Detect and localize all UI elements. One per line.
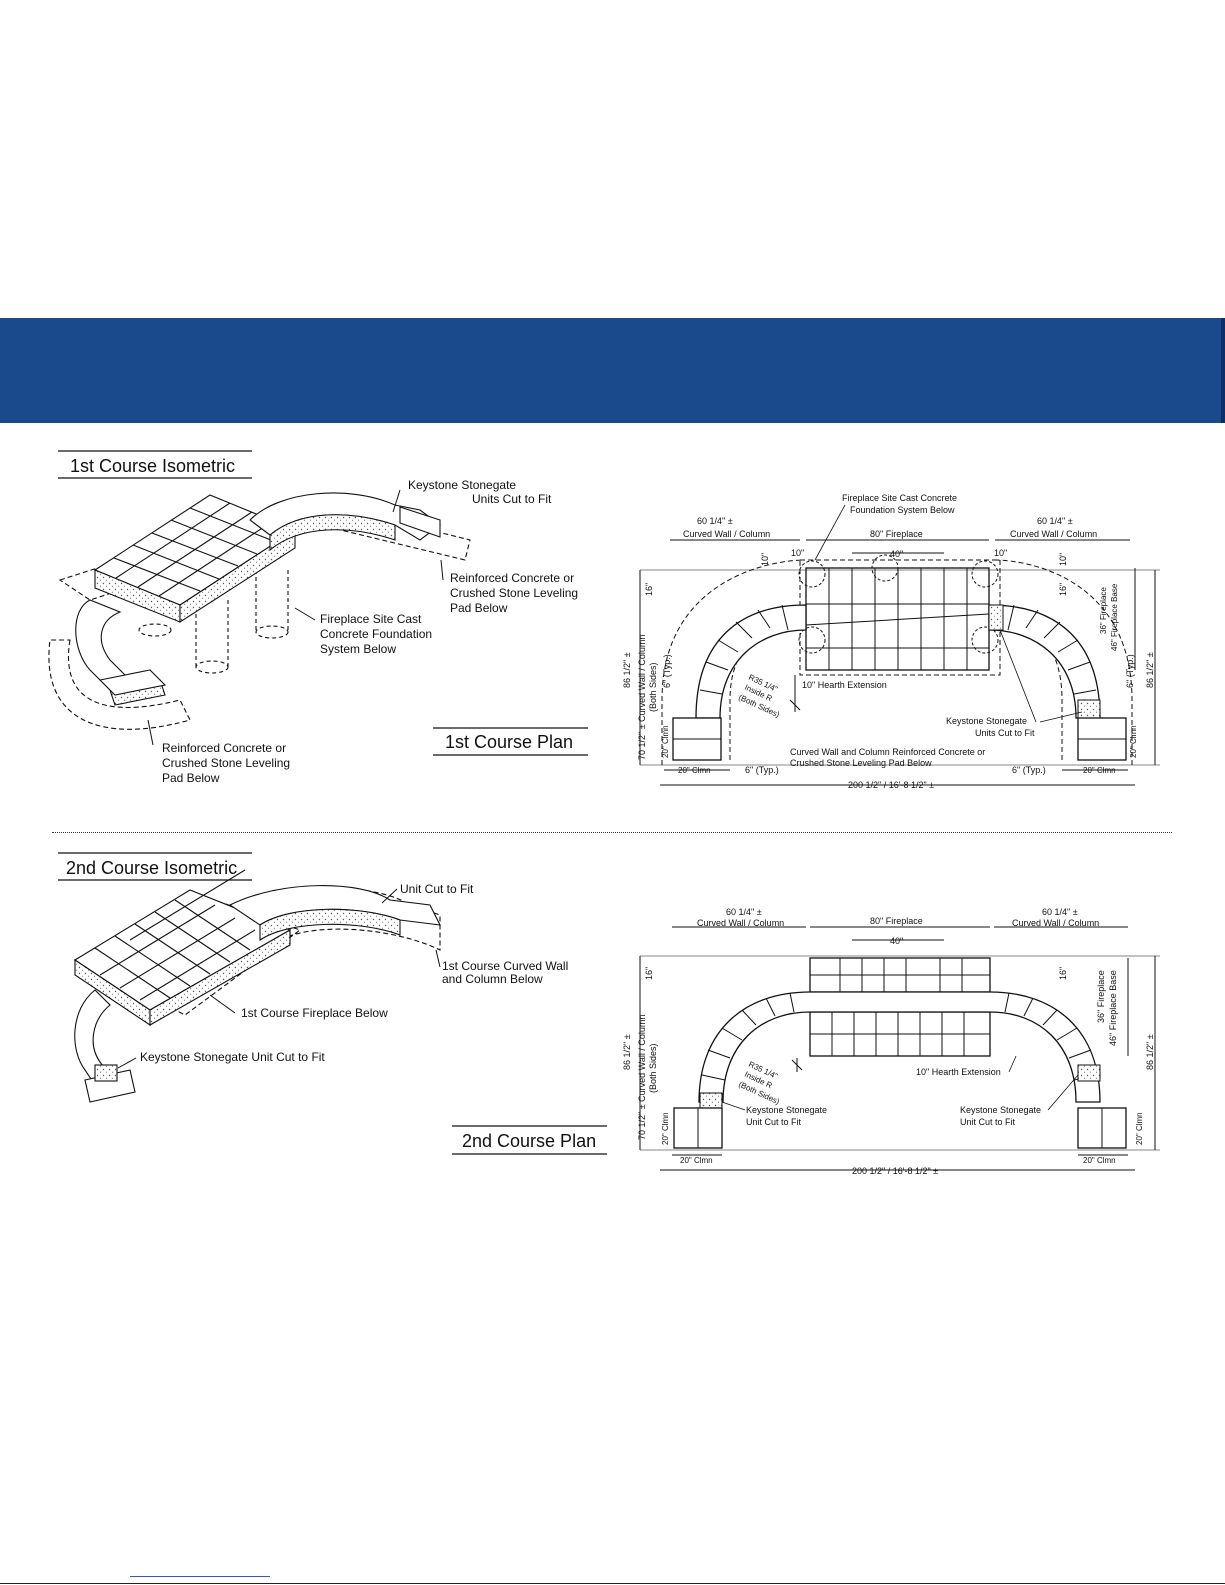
plan-2-curved-left-2: Curved Wall / Column bbox=[697, 918, 784, 928]
plan-1-pad-2: Crushed Stone Leveling Pad Below bbox=[790, 758, 932, 768]
iso-2-keystone-label: Keystone Stonegate Unit Cut to Fit bbox=[140, 1050, 325, 1064]
iso-2-unit-cut-label: Unit Cut to Fit bbox=[400, 882, 474, 896]
plan-1-height-right: 86 1/2" ± bbox=[1145, 652, 1155, 688]
iso-1-foundation-label-3: System Below bbox=[320, 642, 396, 656]
plan-1-overall: 200 1/2" / 16'-8 1/2" ± bbox=[848, 780, 934, 790]
plan-2-title-group: 2nd Course Plan bbox=[452, 1125, 607, 1155]
iso-1-keystone-label-1: Keystone Stonegate bbox=[408, 478, 516, 492]
plan-1-title: 1st Course Plan bbox=[445, 732, 573, 752]
iso-2-title: 2nd Course Isometric bbox=[66, 858, 237, 878]
plan-2-height-right: 86 1/2" ± bbox=[1145, 1034, 1155, 1070]
iso-2-title-group: 2nd Course Isometric bbox=[58, 852, 252, 881]
plan-1-curved-wall-v-1: 70 1/2" ± Curved Wall / Column bbox=[637, 635, 647, 760]
plan-1-clmn-v-right: 20" Clmn bbox=[1129, 725, 1138, 758]
plan-2-curved-left-1: 60 1/4" ± bbox=[726, 907, 762, 917]
plan-1-curved-left-1: 60 1/4" ± bbox=[697, 516, 733, 526]
plan-1-fireplace-36: 36" Fireplace bbox=[1099, 587, 1108, 634]
plan-1-foundation-1: Fireplace Site Cast Concrete bbox=[842, 493, 957, 503]
iso-1-pad-right-label-3: Pad Below bbox=[450, 601, 508, 615]
plan-1-dim-16-right: 16" bbox=[1058, 583, 1068, 596]
plan-1-dim-10-a: 10" bbox=[791, 548, 804, 558]
plan-1-curved-left-2: Curved Wall / Column bbox=[683, 529, 770, 539]
footer-link-underline bbox=[130, 1576, 270, 1577]
plan-2-fireplace-46: 46" Fireplace Base bbox=[1108, 970, 1118, 1046]
plan-1-pad-1: Curved Wall and Column Reinforced Concre… bbox=[790, 747, 985, 757]
plan-1-foundation-2: Foundation System Below bbox=[850, 505, 955, 515]
plan-1-dim-10-c: 10" bbox=[760, 553, 770, 566]
plan-1-typ-left: 6" (Typ.) bbox=[662, 654, 672, 688]
plan-2-clmn-left: 20" Clmn bbox=[680, 1156, 713, 1165]
plan-1-typ-bottom-right: 6" (Typ.) bbox=[1012, 765, 1046, 775]
plan-2-drawing bbox=[639, 926, 1160, 1171]
iso-2-curved-below-1: 1st Course Curved Wall bbox=[442, 959, 568, 973]
iso-1-pad-left-label-3: Pad Below bbox=[162, 771, 220, 785]
iso-1-drawing bbox=[48, 492, 471, 730]
plan-1-dim-40: 40" bbox=[890, 549, 903, 559]
plan-2-dim-16-right: 16" bbox=[1058, 967, 1068, 980]
plan-1-curved-right-1: 60 1/4" ± bbox=[1037, 516, 1073, 526]
plan-2-clmn-right: 20" Clmn bbox=[1083, 1156, 1116, 1165]
plan-1-clmn-v-left: 20" Clmn bbox=[661, 725, 670, 758]
plan-1-clmn-left: 20" Clmn bbox=[678, 766, 711, 775]
plan-1-keystone-2: Units Cut to Fit bbox=[975, 728, 1035, 738]
header-banner-edge bbox=[1221, 318, 1225, 423]
iso-1-pad-right-label-2: Crushed Stone Leveling bbox=[450, 586, 578, 600]
plan-1-height-left: 86 1/2" ± bbox=[622, 652, 632, 688]
plan-1-clmn-right: 20" Clmn bbox=[1083, 766, 1116, 775]
plan-1-fireplace-46: 46" Fireplace Base bbox=[1110, 583, 1119, 651]
plan-2-curved-right-2: Curved Wall / Column bbox=[1012, 918, 1099, 928]
iso-1-callouts: Keystone Stonegate Units Cut to Fit Rein… bbox=[147, 478, 578, 785]
plan-2-curved-wall-v-2: (Both Sides) bbox=[648, 1043, 658, 1093]
plan-2-clmn-v-left: 20" Clmn bbox=[661, 1112, 670, 1145]
plan-1-typ-right: 6" (Typ.) bbox=[1125, 654, 1135, 688]
plan-2-dim-16-left: 16" bbox=[644, 967, 654, 980]
iso-1-title-group: 1st Course Isometric bbox=[58, 450, 252, 479]
plan-1-fireplace: 80" Fireplace bbox=[870, 529, 923, 539]
plan-2-keystone-left-1: Keystone Stonegate bbox=[746, 1105, 827, 1115]
plan-2-dim-40: 40" bbox=[890, 936, 903, 946]
plan-1-typ-bottom-left: 6" (Typ.) bbox=[745, 765, 779, 775]
iso-2-drawing bbox=[73, 869, 441, 1103]
iso-1-foundation-label-1: Fireplace Site Cast bbox=[320, 612, 422, 626]
iso-2-fireplace-below: 1st Course Fireplace Below bbox=[241, 1006, 388, 1020]
plan-2-title: 2nd Course Plan bbox=[462, 1131, 596, 1151]
plan-1-curved-wall-v-2: (Both Sides) bbox=[648, 662, 658, 712]
plan-1-dim-10-d: 10" bbox=[1058, 553, 1068, 566]
plan-2-hearth: 10" Hearth Extension bbox=[916, 1067, 1001, 1077]
plan-1-dim-10-b: 10" bbox=[994, 548, 1007, 558]
plan-2-keystone-right-1: Keystone Stonegate bbox=[960, 1105, 1041, 1115]
plan-2-fireplace: 80" Fireplace bbox=[870, 916, 923, 926]
iso-2-callouts: Unit Cut to Fit 1st Course Curved Wall a… bbox=[117, 882, 568, 1069]
plan-1-keystone-1: Keystone Stonegate bbox=[946, 716, 1027, 726]
iso-1-title: 1st Course Isometric bbox=[70, 456, 235, 476]
plan-2-curved-right-1: 60 1/4" ± bbox=[1042, 907, 1078, 917]
plan-1-drawing bbox=[639, 539, 1160, 786]
footer-rule bbox=[0, 1583, 1225, 1584]
iso-1-pad-right-label-1: Reinforced Concrete or bbox=[450, 571, 574, 585]
plan-2-height-left: 86 1/2" ± bbox=[622, 1034, 632, 1070]
iso-2-curved-below-2: and Column Below bbox=[442, 972, 543, 986]
plan-2-overall: 200 1/2" / 16'-8 1/2" ± bbox=[852, 1166, 938, 1176]
iso-1-pad-left-label-1: Reinforced Concrete or bbox=[162, 741, 286, 755]
iso-1-keystone-label-2: Units Cut to Fit bbox=[472, 492, 552, 506]
section-divider bbox=[52, 832, 1172, 833]
plan-1-dim-16-left: 16" bbox=[644, 583, 654, 596]
plan-1-curved-right-2: Curved Wall / Column bbox=[1010, 529, 1097, 539]
header-banner bbox=[0, 318, 1225, 423]
plan-1-hearth: 10" Hearth Extension bbox=[802, 680, 887, 690]
plan-2-keystone-left-2: Unit Cut to Fit bbox=[746, 1117, 802, 1127]
iso-1-pad-left-label-2: Crushed Stone Leveling bbox=[162, 756, 290, 770]
plan-1-title-group: 1st Course Plan bbox=[433, 727, 588, 756]
iso-1-foundation-label-2: Concrete Foundation bbox=[320, 627, 432, 641]
plan-2-clmn-v-right: 20" Clmn bbox=[1135, 1112, 1144, 1145]
plan-2-fireplace-36: 36" Fireplace bbox=[1096, 970, 1106, 1023]
plan-2-curved-wall-v-1: 70 1/2" ± Curved Wall / Column bbox=[637, 1015, 647, 1140]
plan-2-keystone-right-2: Unit Cut to Fit bbox=[960, 1117, 1016, 1127]
